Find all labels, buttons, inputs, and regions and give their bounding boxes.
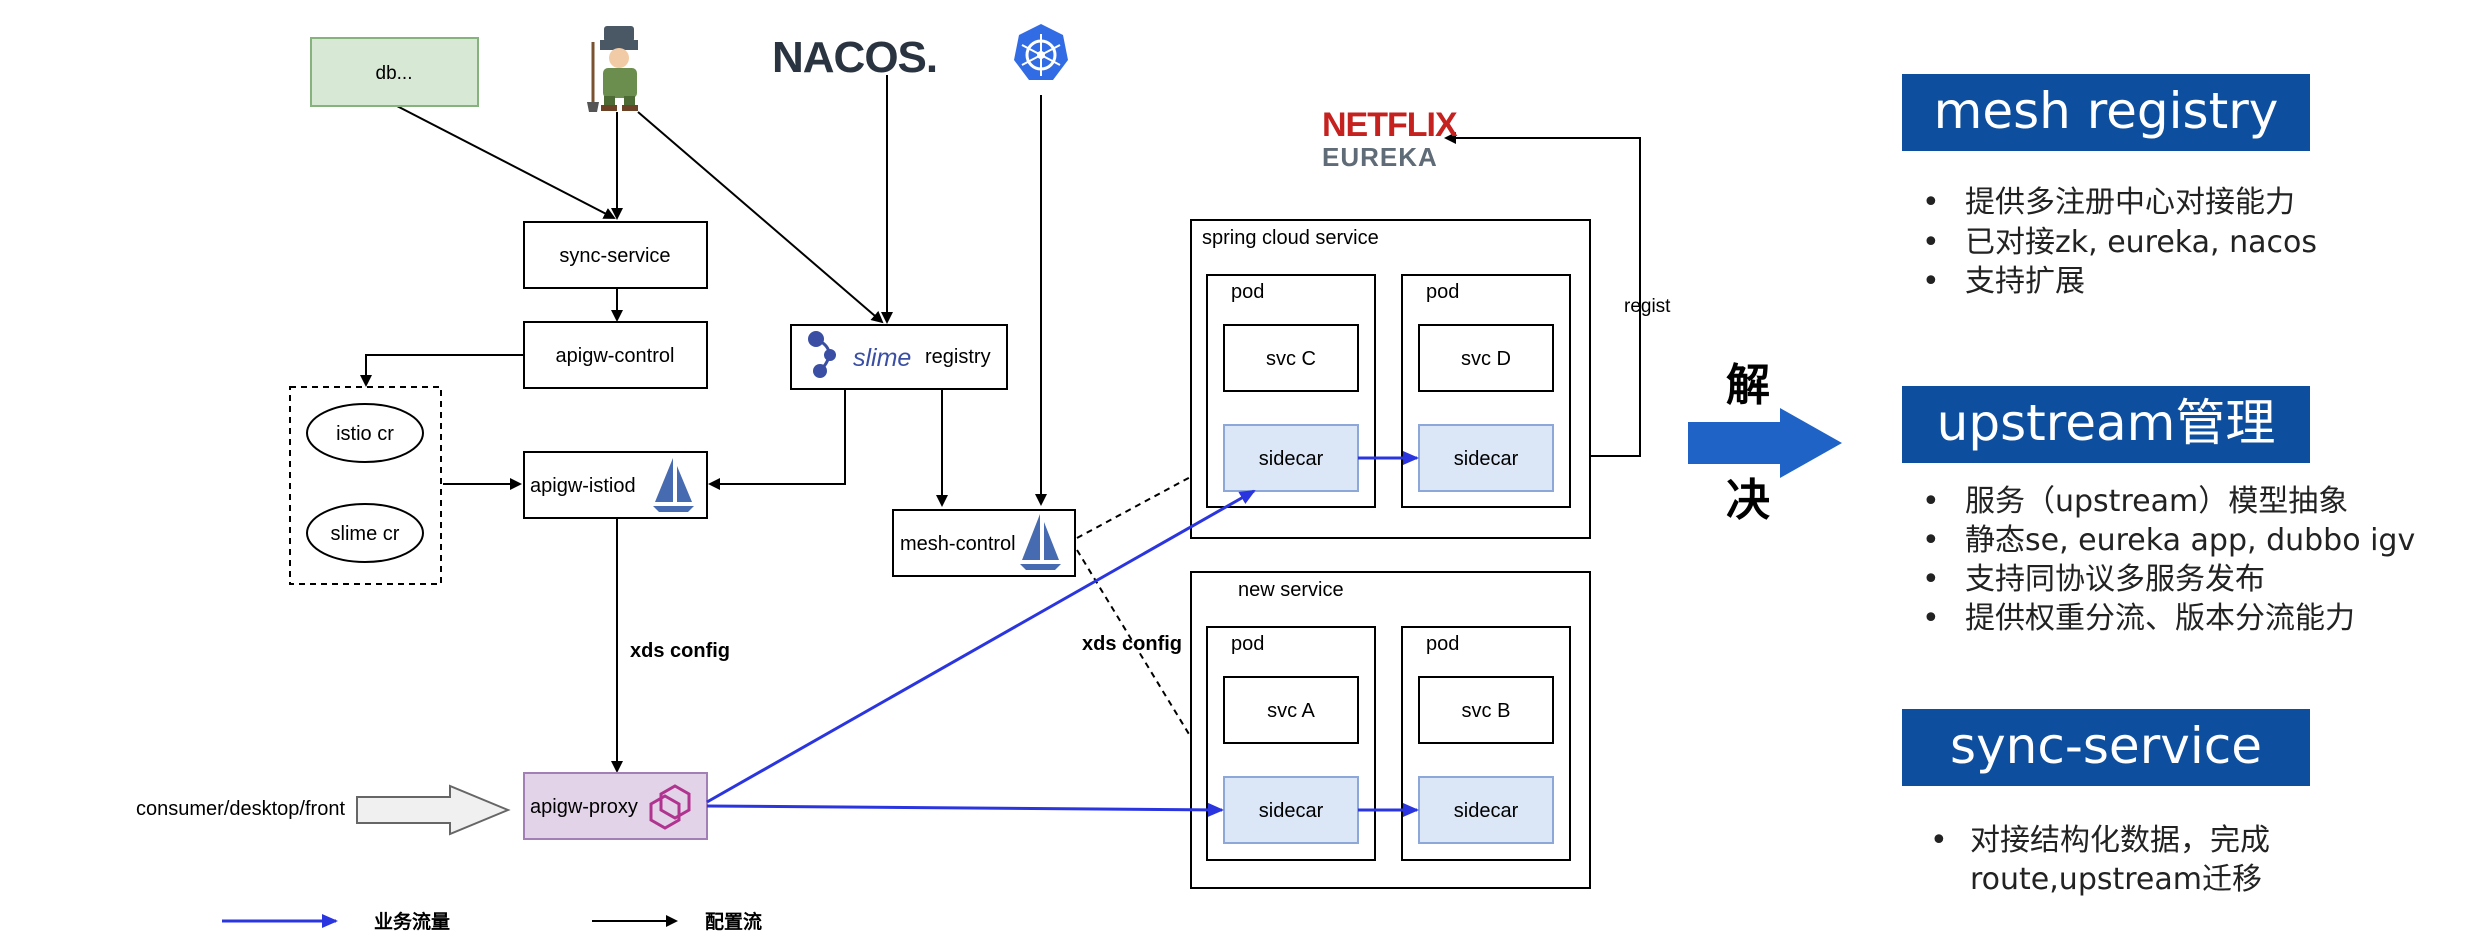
sidecar-label: sidecar (1259, 800, 1324, 822)
section-bullet: 静态se, eureka app, dubbo igv (1965, 523, 2415, 558)
sidecar-box (1418, 424, 1554, 492)
proxy-to-spring-sidecar-arrow (706, 489, 1256, 804)
business-connectors (706, 451, 1419, 817)
section-header (1902, 709, 2310, 786)
istio-cr-node (306, 403, 424, 463)
section-bullet: 对接结构化数据，完成 (1970, 823, 2270, 858)
apigw-proxy-box (523, 772, 708, 840)
sidecar-box (1223, 776, 1359, 844)
section-title: upstream管理 (1937, 394, 2276, 452)
new-cluster-title: new service (1238, 579, 1344, 601)
config-connectors (360, 75, 1641, 773)
eureka-logo: NETFLIX EUREKA (1322, 106, 1459, 172)
zk-to-registry-arrow (637, 111, 884, 324)
svc-label: svc D (1461, 348, 1511, 370)
pod-label: pod (1426, 281, 1459, 303)
svc-box (1223, 676, 1359, 744)
section-mesh-registry: mesh registry • 提供多注册中心对接能力 • 已对接zk, eur… (1902, 74, 2317, 299)
apigw-control-label: apigw-control (556, 345, 675, 367)
slime-cr-label: slime cr (331, 523, 400, 545)
mesh-control-label: mesh-control (900, 533, 1016, 555)
section-header (1902, 386, 2310, 463)
bullet-icon: • (1930, 823, 1948, 858)
sync-service-label: sync-service (559, 245, 670, 267)
envoy-icon (649, 784, 691, 830)
svc-box (1418, 324, 1554, 392)
consumer-arrow (356, 784, 511, 836)
pod-label: pod (1231, 281, 1264, 303)
solve-top-char: 解 (1726, 360, 1770, 411)
section-title: mesh registry (1934, 82, 2279, 140)
svc-label: svc B (1462, 700, 1511, 722)
sidecar-label: sidecar (1454, 800, 1519, 822)
apigw-proxy-label: apigw-proxy (530, 796, 638, 818)
istio-cr-label: istio cr (336, 423, 394, 445)
svc-box (1418, 676, 1554, 744)
section-header (1902, 74, 2310, 151)
xds-dashed-lower (1076, 549, 1228, 797)
solve-bottom-char: 决 (1726, 475, 1770, 526)
consumer-label: consumer/desktop/front (136, 798, 345, 820)
slime-logo-text: slime (853, 344, 911, 372)
db-label: db... (376, 63, 413, 84)
slime-logo-icon (808, 331, 836, 378)
legend-config-label: 配置流 (705, 910, 762, 933)
eureka-logo-netflix: NETFLIX (1322, 106, 1458, 144)
xds-config-left-label: xds config (630, 640, 730, 662)
section-bullet: 提供权重分流、版本分流能力 (1965, 601, 2355, 636)
proxy-to-new-sidecar-arrow (706, 802, 1224, 817)
section-bullet: 支持扩展 (1965, 264, 2085, 299)
istio-sail-icon (1020, 514, 1061, 570)
slime-registry-label: registry (925, 346, 991, 368)
bullet-icon: • (1922, 264, 1940, 299)
section-upstream: upstream管理 • 服务（upstream）模型抽象 • 静态se, eu… (1902, 386, 2415, 636)
control-to-cr-arrow (360, 354, 524, 387)
sidecar-label: sidecar (1454, 448, 1519, 470)
spring-cluster-title: spring cloud service (1202, 227, 1379, 249)
istio-sail-icon (653, 458, 694, 512)
eureka-logo-eureka: EUREKA (1322, 142, 1438, 172)
solve-arrow: 解 决 (1688, 360, 1842, 526)
svc-box (1223, 324, 1359, 392)
slime-cr-node (306, 503, 424, 563)
section-bullet: 支持同协议多服务发布 (1965, 562, 2265, 597)
section-title: sync-service (1950, 717, 2262, 775)
sidecar-box (1223, 424, 1359, 492)
sync-service-box (523, 221, 708, 289)
svc-label: svc C (1266, 348, 1316, 370)
pod-label: pod (1231, 633, 1264, 655)
legend: 业务流量 配置流 (222, 910, 762, 933)
bullet-icon: • (1922, 185, 1940, 220)
apigw-control-box (523, 321, 708, 389)
xds-config-right-label: xds config (1082, 633, 1182, 655)
bullet-icon: • (1922, 484, 1940, 519)
bullet-icon: • (1922, 601, 1940, 636)
zookeeper-keeper-icon (587, 26, 638, 112)
nacos-logo: NACOS. (772, 33, 938, 82)
bullet-icon: • (1922, 523, 1940, 558)
section-bullet: 服务（upstream）模型抽象 (1965, 484, 2348, 519)
bullet-icon: • (1922, 562, 1940, 597)
bullet-icon: • (1922, 225, 1940, 260)
registry-to-istiod-arrow (708, 390, 846, 490)
section-sync-service: sync-service • 对接结构化数据，完成 route,upstream… (1902, 709, 2310, 897)
section-bullet: 提供多注册中心对接能力 (1965, 185, 2295, 220)
regist-arrow (1444, 132, 1641, 457)
regist-label: regist (1624, 296, 1671, 317)
legend-business-label: 业务流量 (374, 910, 450, 933)
kubernetes-wheel-icon (1014, 24, 1068, 80)
sidecar-box (1418, 776, 1554, 844)
section-bullet: 已对接zk, eureka, nacos (1965, 225, 2317, 260)
pod-label: pod (1426, 633, 1459, 655)
apigw-istiod-label: apigw-istiod (530, 475, 636, 497)
nacos-logo-text: NACOS. (772, 33, 937, 82)
svc-label: svc A (1267, 700, 1315, 722)
db-box (310, 37, 479, 107)
db-to-sync-arrow (396, 105, 616, 219)
sidecar-label: sidecar (1259, 448, 1324, 470)
section-bullet: route,upstream迁移 (1970, 862, 2262, 897)
